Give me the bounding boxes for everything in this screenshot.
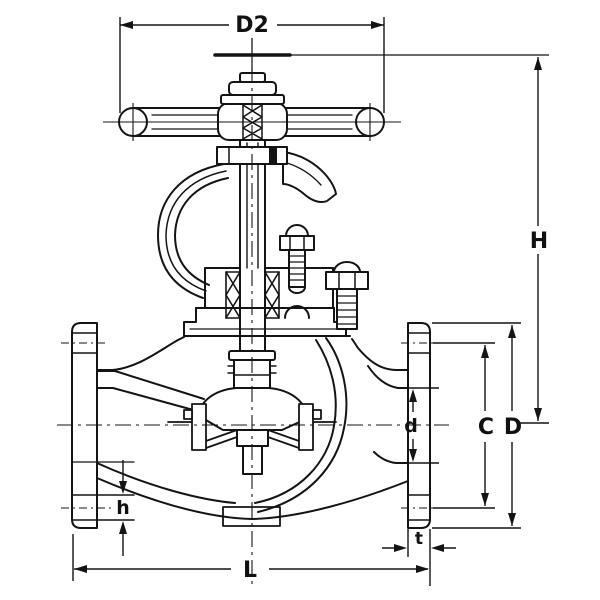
- set-screw: [269, 148, 277, 163]
- arrowhead-right: [394, 544, 407, 552]
- dim-L: [72, 534, 429, 581]
- centerlines: [57, 38, 449, 588]
- dim-label-h: h: [116, 497, 130, 519]
- dimension-labels: D2 H C D d h t L: [116, 13, 548, 583]
- arrowhead-left: [120, 21, 133, 29]
- dim-label-d: d: [404, 415, 418, 437]
- arrowhead-down: [119, 481, 127, 494]
- dim-D2: [119, 17, 385, 113]
- gland-bolt: [279, 224, 315, 294]
- arrowhead-left: [74, 565, 87, 573]
- dim-label-D: D: [504, 415, 522, 440]
- bonnet-bolt: [325, 261, 369, 330]
- arrowhead-up: [508, 325, 516, 338]
- bottom-boss: [222, 506, 281, 527]
- dim-label-D2: D2: [235, 13, 269, 38]
- arrowhead-down: [508, 513, 516, 526]
- left-flange: [71, 322, 135, 529]
- dim-label-C: C: [478, 415, 494, 440]
- valve-body: [96, 336, 409, 527]
- arrowhead-down: [481, 493, 489, 506]
- dim-H: [251, 38, 549, 424]
- arrowhead-down: [409, 449, 417, 462]
- seat-rings: [183, 403, 322, 451]
- dim-label-L: L: [243, 558, 257, 583]
- valve-disc: [198, 350, 307, 475]
- dim-h: [119, 460, 127, 556]
- arrowhead-right: [416, 565, 429, 573]
- dim-label-t: t: [415, 529, 423, 549]
- bolt-hole-centerlines: [61, 342, 437, 509]
- dim-label-H: H: [530, 229, 548, 254]
- arrowhead-right: [371, 21, 384, 29]
- arrowhead-up: [534, 57, 542, 70]
- arrowhead-up: [481, 345, 489, 358]
- arrowhead-down: [534, 408, 542, 421]
- dim-C: [433, 342, 495, 509]
- dim-d: [397, 387, 439, 464]
- dim-t: [382, 529, 456, 586]
- dim-D: [432, 322, 521, 529]
- arrowhead-left: [431, 544, 444, 552]
- yoke: [157, 151, 337, 299]
- arrowhead-up: [409, 389, 417, 402]
- arrowhead-up: [119, 521, 127, 534]
